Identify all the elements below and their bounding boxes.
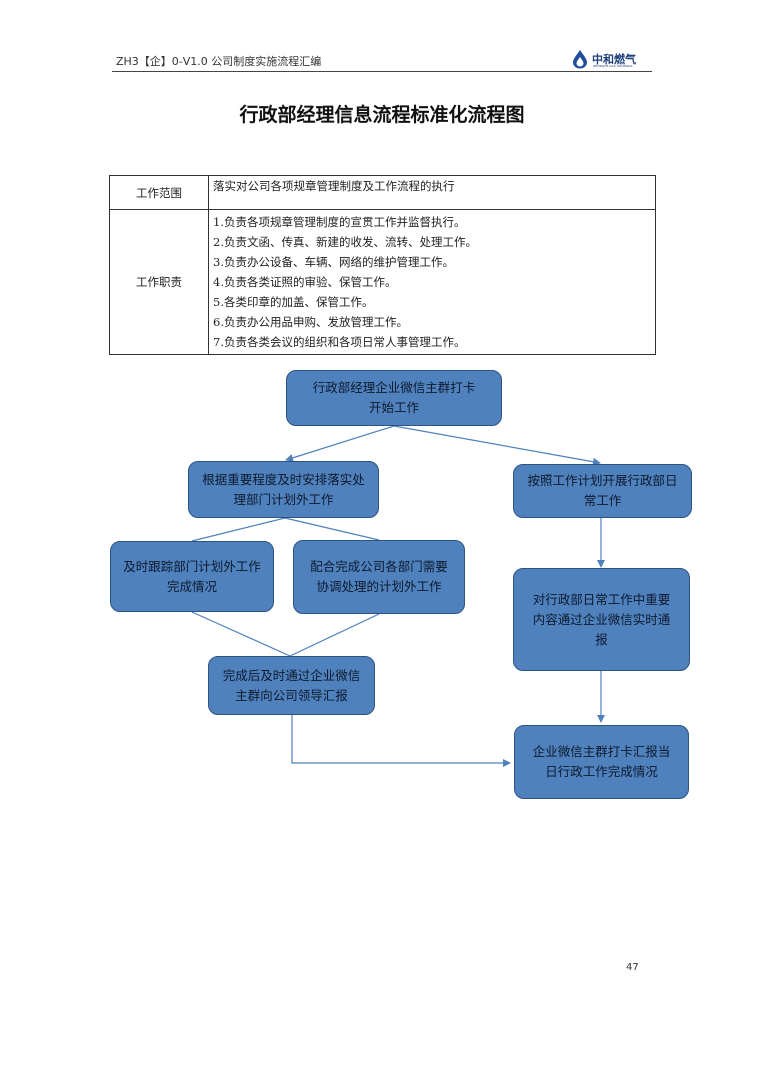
duty-item: 6.负责办公用品申购、发放管理工作。 (213, 315, 408, 329)
duty-item: 1.负责各项规章管理制度的宣贯工作并监督执行。 (213, 215, 466, 229)
flame-drop-icon (573, 50, 587, 69)
page-title: 行政部经理信息流程标准化流程图 (239, 104, 525, 126)
node-plan-outside: 根据重要程度及时安排落实处理部门计划外工作 (188, 461, 379, 518)
line-plan-to-track (191, 517, 286, 542)
document-header: ZH3【企】0-V1.0 公司制度实施流程汇编 (116, 55, 322, 68)
node-coordinate: 配合完成公司各部门需要协调处理的计划外工作 (293, 540, 465, 614)
arrow-start-to-daily (393, 425, 601, 466)
logo-text: 中和燃气 (592, 52, 636, 66)
arrow-start-to-plan (285, 425, 395, 462)
duty-item: 2.负责文函、传真、新建的收发、流转、处理工作。 (213, 235, 477, 249)
node-end: 企业微信主群打卡汇报当日行政工作完成情况 (514, 725, 689, 799)
line-coordinate-to-report (289, 613, 380, 657)
node-realtime-report: 对行政部日常工作中重要内容通过企业微信实时通报 (513, 568, 690, 671)
node-track: 及时跟踪部门计划外工作完成情况 (110, 541, 274, 612)
scope-text: 落实对公司各项规章管理制度及工作流程的执行 (208, 175, 656, 210)
company-logo: 中和燃气 ZHONGHE GAS HOLDINGS (571, 48, 636, 70)
responsibility-table: 工作范围 落实对公司各项规章管理制度及工作流程的执行 工作职责 1.负责各项规章… (109, 175, 656, 355)
line-plan-to-coordinate (284, 517, 380, 541)
page-number: 47 (626, 962, 639, 973)
scope-label: 工作范围 (109, 175, 209, 210)
header-divider (112, 71, 652, 72)
duty-item: 7.负责各类会议的组织和各项日常人事管理工作。 (213, 335, 466, 349)
logo-subtext: ZHONGHE GAS HOLDINGS (593, 64, 633, 68)
node-daily-plan: 按照工作计划开展行政部日常工作 (513, 464, 692, 518)
duty-item: 4.负责各类证照的审验、保管工作。 (213, 275, 397, 289)
line-track-to-report (191, 611, 291, 657)
duty-item: 3.负责办公设备、车辆、网络的维护管理工作。 (213, 255, 454, 269)
duties-list: 1.负责各项规章管理制度的宣贯工作并监督执行。 2.负责文函、传真、新建的收发、… (208, 209, 656, 355)
node-start: 行政部经理企业微信主群打卡开始工作 (286, 370, 502, 426)
arrow-report-to-end (291, 715, 511, 767)
duty-item: 5.各类印章的加盖、保管工作。 (213, 295, 374, 309)
duties-label: 工作职责 (109, 209, 209, 355)
node-report-leader: 完成后及时通过企业微信主群向公司领导汇报 (208, 656, 375, 715)
